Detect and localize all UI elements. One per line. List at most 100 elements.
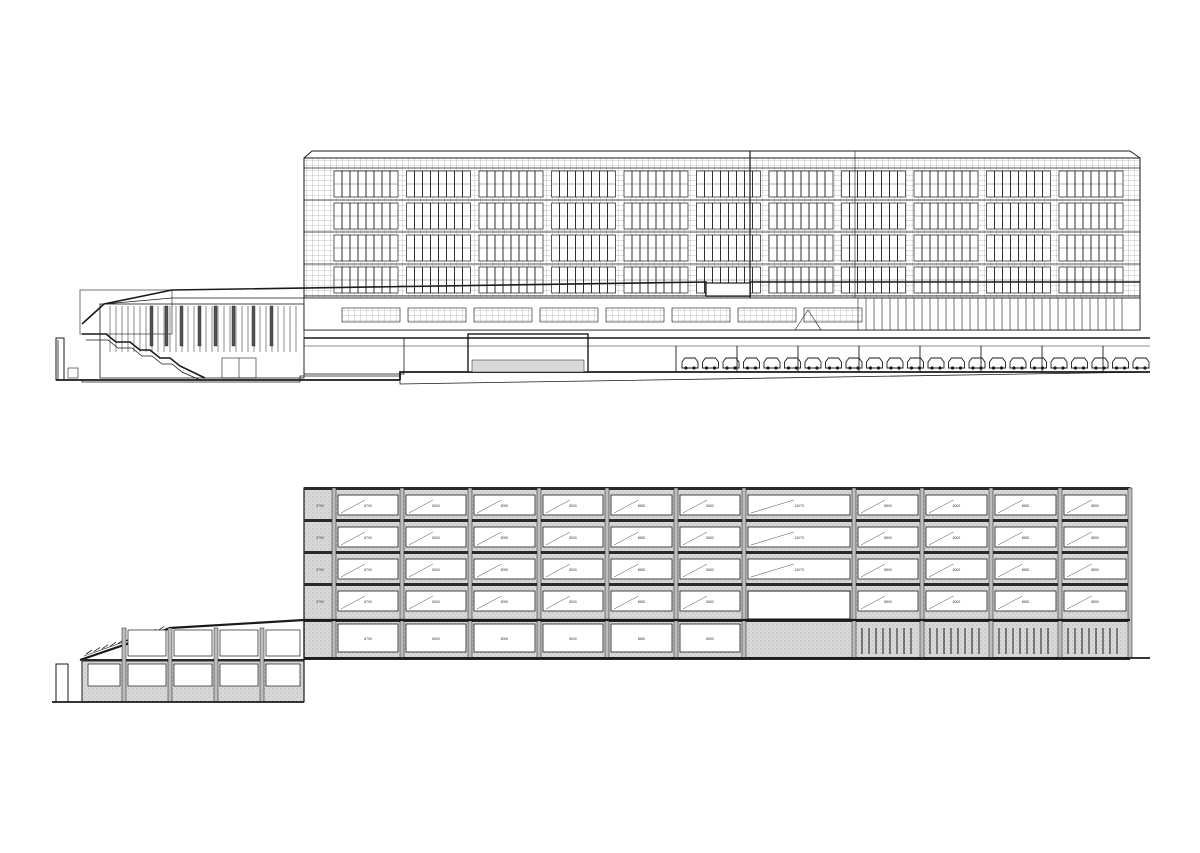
bay-dimension-label: 8650 — [638, 536, 646, 540]
room-ceiling-line — [613, 563, 639, 578]
parked-car — [722, 357, 740, 370]
room-opening — [747, 526, 851, 548]
parked-car — [804, 357, 822, 370]
parked-car — [1112, 357, 1129, 370]
parked-car — [1050, 357, 1068, 370]
room-ceiling-line — [545, 531, 571, 546]
car-body — [1071, 357, 1088, 369]
car-wheel — [794, 366, 799, 370]
ground-room: 8650 — [679, 623, 741, 653]
bay-dimension-label: 8650 — [638, 600, 646, 604]
car-body — [907, 357, 924, 369]
parked-car — [927, 357, 945, 370]
ground-room: 8000 — [542, 623, 604, 653]
bay-dimension-label: 8800 — [1091, 568, 1099, 572]
car-wheel — [725, 366, 729, 370]
room-opening — [747, 558, 851, 580]
floor-height-label: 3700 — [316, 600, 324, 604]
low-wing-slab — [82, 659, 304, 662]
room-ceiling-line — [408, 531, 434, 546]
bay-dimension-label: 8700 — [364, 536, 372, 540]
room-opening — [610, 494, 673, 516]
pier — [149, 305, 154, 347]
room-opening — [1063, 526, 1127, 548]
car-wheel — [1061, 366, 1065, 370]
low-wing-upper-room — [173, 629, 213, 657]
car-body — [1030, 357, 1047, 369]
room-ceiling-line — [545, 595, 571, 610]
room-opening — [857, 526, 919, 548]
car-wheel — [815, 366, 819, 370]
room-opening — [925, 590, 988, 612]
section-room: 8700 — [337, 526, 399, 548]
column — [467, 487, 473, 659]
bay-dimension-label: 8800 — [884, 600, 892, 604]
section-room: 8800 — [1063, 590, 1127, 612]
roof-step — [101, 644, 109, 650]
section-room: 8800 — [857, 590, 919, 612]
car-wheel — [930, 366, 934, 370]
room-opening — [994, 494, 1057, 516]
room-opening — [610, 526, 673, 548]
car-wheel — [950, 366, 955, 370]
car-wheel — [868, 366, 873, 370]
low-wing-lower-room — [265, 663, 301, 687]
bay-dimension-label: 8650 — [1022, 536, 1030, 540]
car-wheel — [917, 366, 922, 370]
parked-car — [1132, 357, 1150, 370]
room-opening — [1063, 590, 1127, 612]
section-room: 8000 — [405, 558, 467, 580]
room-ceiling-line — [476, 595, 502, 610]
bay-dimension-label: 8800 — [1091, 536, 1099, 540]
bay-dimension-label: 8800 — [884, 568, 892, 572]
column — [536, 487, 542, 659]
section-room: 8650 — [610, 558, 673, 580]
car-body — [825, 357, 842, 369]
parked-car — [702, 357, 719, 370]
bay-dimension-label: 8000 — [432, 504, 440, 508]
car-body — [681, 357, 699, 369]
room-opening — [473, 526, 536, 548]
bay-dimension-label: 8000 — [501, 600, 509, 604]
section-room: 8700 — [337, 558, 399, 580]
section-room: 8650 — [610, 590, 673, 612]
room-opening — [473, 494, 536, 516]
column — [1127, 487, 1133, 659]
room-ceiling-line — [545, 499, 571, 514]
car-wheel — [733, 366, 737, 370]
car-body — [927, 357, 945, 369]
section-room: 8800 — [1063, 494, 1127, 516]
bay-dimension-label: 8800 — [1091, 600, 1099, 604]
room-ceiling-line — [750, 563, 794, 578]
room-opening — [610, 590, 673, 612]
section-room: 8000 — [473, 558, 536, 580]
room-opening — [1063, 494, 1127, 516]
car-wheel — [774, 366, 778, 370]
ground-room: 8650 — [610, 623, 673, 653]
bay-dimension-label: 8000 — [432, 568, 440, 572]
bay-dimension-label: 8650 — [638, 568, 646, 572]
room-ceiling-line — [1066, 595, 1092, 610]
car-wheel — [692, 366, 696, 370]
bay-dimension-label: 8000 — [569, 600, 577, 604]
car-wheel — [712, 366, 717, 370]
room-opening — [857, 558, 919, 580]
room-ceiling-line — [476, 499, 502, 514]
room-ceiling-line — [682, 531, 708, 546]
floor-height-label: 3700 — [316, 504, 324, 508]
room-opening — [405, 494, 467, 516]
bay-dimension-label: 8650 — [706, 504, 714, 508]
section-room: 8000 — [542, 558, 604, 580]
section-room: 8000 — [925, 494, 988, 516]
pier — [197, 305, 202, 347]
section-room: 8800 — [1063, 526, 1127, 548]
car-body — [1132, 357, 1150, 369]
floor-slab — [304, 583, 1130, 586]
ground-dimension-label: 8000 — [432, 637, 440, 641]
section-room: 8000 — [473, 526, 536, 548]
low-wing-column — [259, 627, 265, 703]
pier — [213, 305, 218, 347]
section-room: 8800 — [1063, 558, 1127, 580]
